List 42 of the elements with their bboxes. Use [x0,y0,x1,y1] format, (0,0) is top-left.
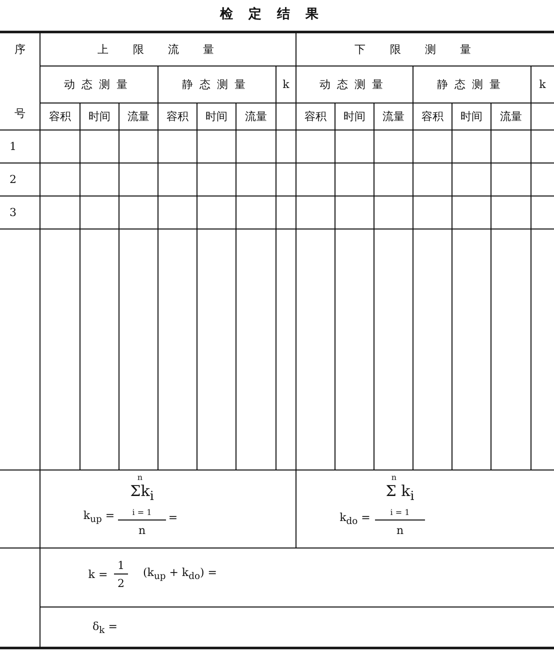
column-header: 流量 [500,109,522,124]
formula-text: k$_{do}$ = [340,510,370,528]
row-number-header: 号 [14,106,26,120]
column-header: 流量 [245,109,267,124]
formula-text: n [138,524,146,536]
formula-limit: i = 1 [132,508,152,516]
column-header: 时间 [206,109,228,124]
formula-text: k$_{up}$ = [83,508,115,526]
formula-text: 1 [118,558,124,572]
column-header: 容积 [422,109,444,124]
formula-limit: n [391,472,397,482]
row-number-header: 序 [14,42,26,56]
formula-sum: Σk$_{i}$ [130,482,154,502]
subgroup-header: 动态测量 [319,77,390,92]
column-header: 流量 [382,109,404,124]
formula-text: 2 [118,576,124,590]
formula-text: (k$_{up}$ + k$_{do}$) = [142,566,217,582]
row-number: 2 [10,173,16,186]
row-number: 3 [10,206,16,219]
column-header: 时间 [88,109,110,124]
formula-text: = [168,510,178,524]
group-header: 上限流量 [98,42,238,56]
formula-sum: Σ k$_{i}$ [386,482,414,502]
formula-limit: n [137,472,143,482]
formula-text: n [396,524,404,536]
column-header: 时间 [460,109,482,124]
subgroup-header: 静态测量 [436,77,508,92]
row-number: 1 [10,140,16,153]
table-title: 检定结果 [220,6,334,23]
column-header: 流量 [128,109,150,124]
formula-text: k = [88,568,108,580]
formula-text: δ$_{k}$ = [92,620,118,636]
column-header: k [282,78,290,91]
group-header: 下限测量 [354,42,496,56]
subgroup-header: 静态测量 [182,77,252,92]
column-header: 时间 [344,109,366,124]
column-header: 容积 [304,109,326,124]
formula-limit: i = 1 [390,508,410,516]
column-header: 容积 [49,109,71,124]
column-header: k [539,78,546,91]
subgroup-header: 动态测量 [64,77,134,92]
column-header: 容积 [166,109,188,124]
